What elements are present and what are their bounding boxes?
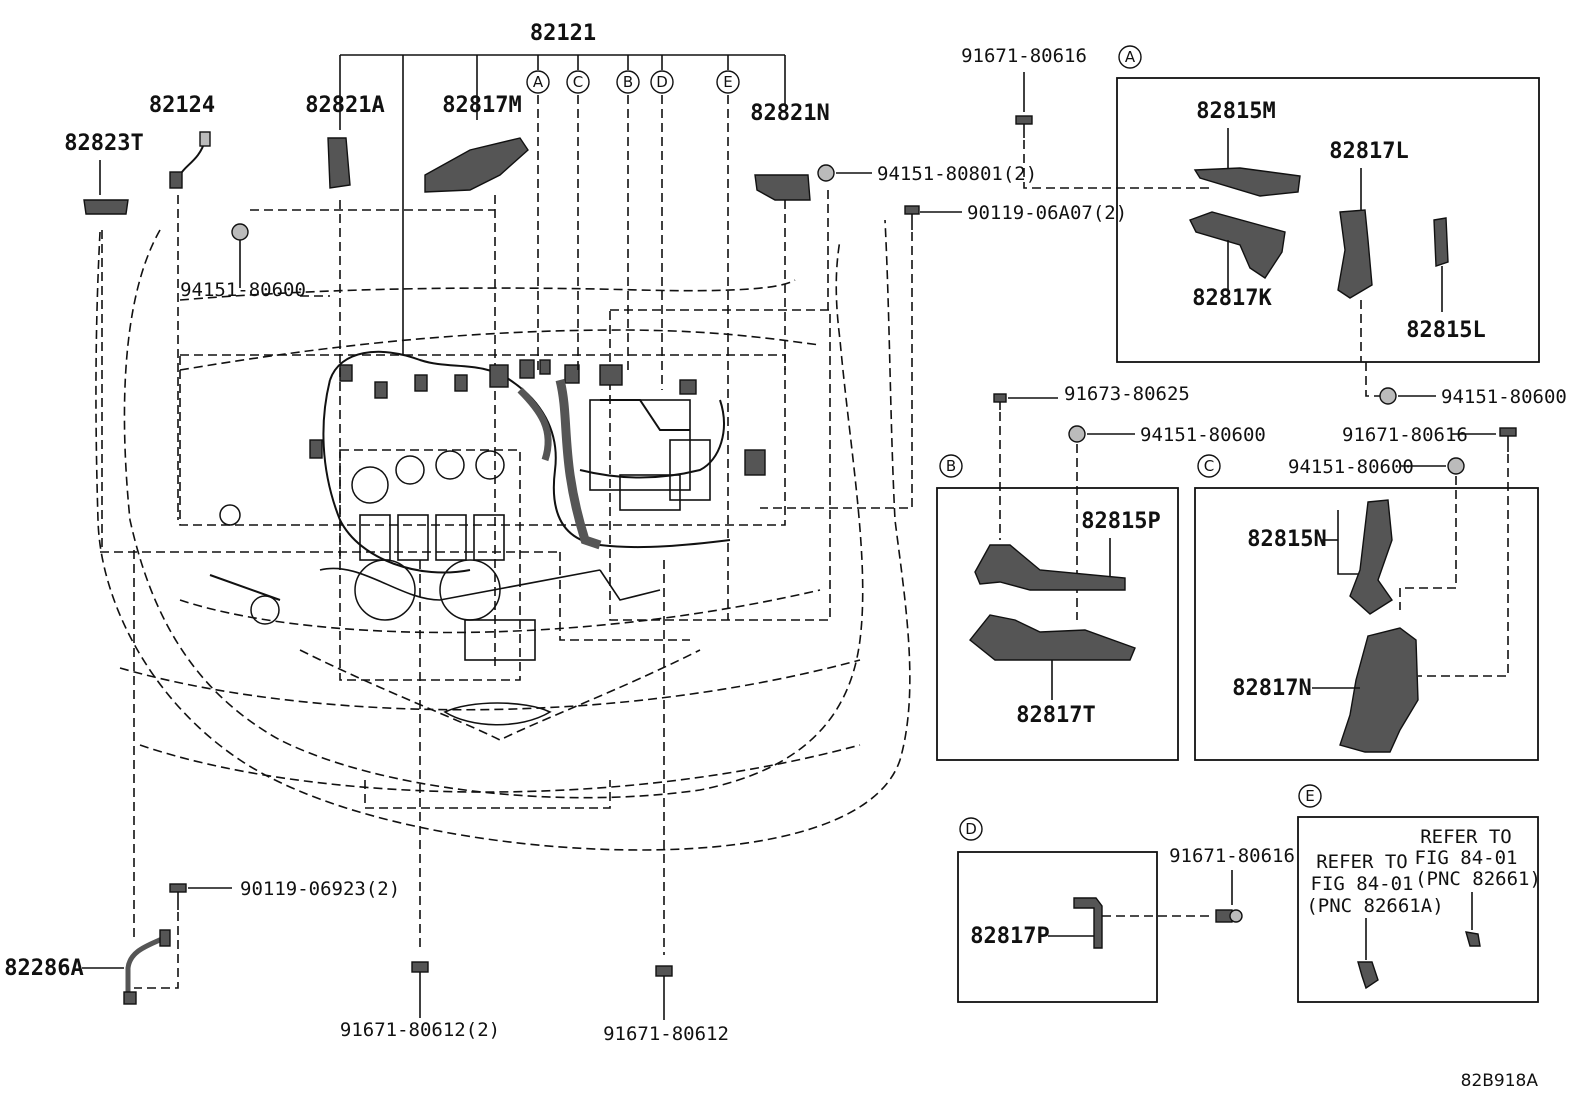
svg-text:E: E <box>1305 787 1314 805</box>
svg-text:91671-80616: 91671-80616 <box>1342 424 1468 446</box>
svg-text:82815L: 82815L <box>1406 318 1485 343</box>
svg-text:91673-80625: 91673-80625 <box>1064 383 1190 405</box>
callout-a: A <box>533 73 544 91</box>
part-82286A: 82286A <box>4 230 171 1005</box>
part-94151-80801: 94151-80801(2) <box>817 163 1037 185</box>
part-94151-80600-right: 94151-80600 <box>1365 362 1567 408</box>
part-90119-06923: 90119-06923(2) <box>134 878 400 989</box>
svg-text:C: C <box>1204 457 1214 475</box>
part-82823T: 82823T <box>64 131 144 215</box>
svg-text:94151-80600: 94151-80600 <box>1441 386 1567 408</box>
part-82821A: 82821A <box>305 93 385 189</box>
part-90119-06A07: 90119-06A07(2) <box>760 202 1127 509</box>
callout-b: B <box>623 73 633 91</box>
svg-text:A: A <box>1125 48 1136 66</box>
svg-text:82821N: 82821N <box>750 101 829 126</box>
part-91671-80612: 91671-80612 <box>603 560 729 1045</box>
svg-text:90119-06A07(2): 90119-06A07(2) <box>967 202 1127 224</box>
svg-text:82817N: 82817N <box>1232 676 1311 701</box>
svg-text:82817P: 82817P <box>970 924 1049 949</box>
svg-text:REFER TO: REFER TO <box>1316 851 1408 873</box>
detail-box-b: B 91673-80625 94151-80600 82815P 82817T <box>936 383 1266 761</box>
svg-text:82821A: 82821A <box>305 93 384 118</box>
svg-text:91671-80616: 91671-80616 <box>961 45 1087 67</box>
svg-text:82124: 82124 <box>149 93 215 118</box>
svg-text:90119-06923(2): 90119-06923(2) <box>240 878 400 900</box>
part-82124: 82124 <box>149 93 215 189</box>
vehicle-outline <box>95 195 911 851</box>
svg-text:(PNC 82661): (PNC 82661) <box>1415 868 1541 890</box>
svg-text:B: B <box>946 457 956 475</box>
part-82817M: 82817M <box>424 93 529 193</box>
callout-d: D <box>656 73 668 91</box>
detail-box-c: C 91671-80616 94151-80600 82815N 82817N <box>1194 424 1539 761</box>
svg-text:FIG 84-01: FIG 84-01 <box>1311 873 1414 895</box>
svg-text:82815P: 82815P <box>1081 509 1160 534</box>
part-94151-80600-left: 94151-80600 <box>180 223 330 301</box>
svg-text:94151-80801(2): 94151-80801(2) <box>877 163 1037 185</box>
svg-text:82817L: 82817L <box>1329 139 1408 164</box>
svg-text:82815N: 82815N <box>1247 527 1326 552</box>
svg-text:82817K: 82817K <box>1192 286 1272 311</box>
detail-box-e: E REFER TO FIG 84-01 (PNC 82661A) REFER … <box>1297 784 1541 1003</box>
svg-text:94151-80600: 94151-80600 <box>1288 456 1414 478</box>
svg-text:FIG 84-01: FIG 84-01 <box>1415 847 1518 869</box>
svg-text:82817M: 82817M <box>442 93 521 118</box>
svg-text:82286A: 82286A <box>4 956 83 981</box>
detail-box-d: D 82817P 91671-80616 <box>957 817 1295 1003</box>
svg-text:91671-80616: 91671-80616 <box>1169 845 1295 867</box>
part-91671-80612-2: 91671-80612(2) <box>340 560 500 1041</box>
svg-text:91671-80612: 91671-80612 <box>603 1023 729 1045</box>
part-82821N: 82821N <box>750 101 830 201</box>
svg-text:82815M: 82815M <box>1196 99 1275 124</box>
part-91671-80616-top: 91671-80616 <box>961 45 1212 189</box>
svg-text:91671-80612(2): 91671-80612(2) <box>340 1019 500 1041</box>
detail-box-a: A 82815M 82817K 82817L 82815L <box>1116 45 1540 363</box>
callout-e: E <box>723 73 732 91</box>
svg-text:94151-80600: 94151-80600 <box>1140 424 1266 446</box>
top-callouts: A C B D E <box>526 70 740 94</box>
label-82121: 82121 <box>530 21 596 46</box>
svg-text:82817T: 82817T <box>1016 703 1095 728</box>
main-harness-leaders <box>177 54 829 620</box>
svg-text:94151-80600: 94151-80600 <box>180 279 306 301</box>
figure-code: 82B918A <box>1461 1071 1539 1091</box>
svg-text:D: D <box>965 820 977 838</box>
svg-text:REFER TO: REFER TO <box>1420 826 1512 848</box>
svg-text:82823T: 82823T <box>64 131 143 156</box>
svg-text:(PNC 82661A): (PNC 82661A) <box>1306 895 1443 917</box>
callout-c: C <box>573 73 583 91</box>
engine-harness-art <box>209 350 766 661</box>
